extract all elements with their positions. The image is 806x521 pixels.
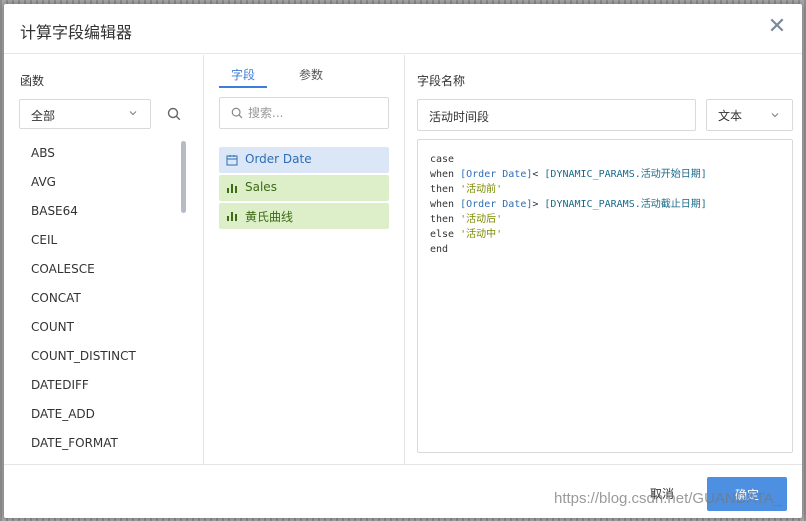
- code-line: when [Order Date]< [DYNAMIC_PARAMS.活动开始日…: [430, 167, 792, 182]
- code-line: end: [430, 242, 792, 257]
- chevron-down-icon: [129, 111, 137, 116]
- function-item[interactable]: AVG: [31, 175, 56, 189]
- code-token: >: [532, 199, 545, 210]
- code-token: '活动前': [460, 184, 503, 195]
- field-panel: 字段 参数 Order Date: [204, 55, 405, 464]
- cancel-button[interactable]: 取消: [632, 481, 692, 507]
- function-item[interactable]: ABS: [31, 146, 55, 160]
- function-item[interactable]: COUNT_DISTINCT: [31, 349, 136, 363]
- close-icon[interactable]: ✕: [767, 14, 787, 39]
- dialog-footer: 取消 确定: [4, 464, 802, 518]
- code-token: [Order Date]: [460, 169, 533, 180]
- field-item-label: Order Date: [245, 152, 312, 166]
- code-line: else '活动中': [430, 227, 792, 242]
- function-item[interactable]: COALESCE: [31, 262, 95, 276]
- code-token: [DYNAMIC_PARAMS.活动截止日期]: [544, 199, 707, 210]
- dialog-header: 计算字段编辑器 ✕: [4, 4, 802, 54]
- code-token: when: [430, 199, 461, 210]
- function-item[interactable]: DATEDIFF: [31, 378, 89, 392]
- code-token: '活动中': [460, 229, 503, 240]
- function-item[interactable]: BASE64: [31, 204, 78, 218]
- function-item[interactable]: CEIL: [31, 233, 58, 247]
- code-token: then: [430, 184, 461, 195]
- date-field-icon: [226, 155, 238, 166]
- field-item-sales[interactable]: Sales: [219, 175, 389, 201]
- measure-bar-icon: [227, 212, 237, 221]
- code-token: then: [430, 214, 461, 225]
- function-list-scrollbar[interactable]: [181, 141, 186, 213]
- field-name-label: 字段名称: [417, 74, 466, 88]
- function-category-value: 全部: [31, 109, 56, 123]
- field-item-label: Sales: [245, 180, 277, 194]
- code-line: when [Order Date]> [DYNAMIC_PARAMS.活动截止日…: [430, 197, 792, 212]
- chevron-down-icon: [771, 113, 779, 118]
- field-type-value: 文本: [718, 109, 743, 123]
- function-item[interactable]: COUNT: [31, 320, 74, 334]
- code-line: case: [430, 152, 792, 167]
- dialog-title: 计算字段编辑器: [20, 23, 133, 42]
- code-token: <: [532, 169, 545, 180]
- search-icon[interactable]: [167, 107, 181, 121]
- code-token: else: [430, 229, 461, 240]
- code-token: [Order Date]: [460, 199, 533, 210]
- code-token: '活动后': [460, 214, 503, 225]
- tab-params[interactable]: 参数: [299, 68, 324, 82]
- field-name-box: [417, 99, 696, 131]
- field-type-select[interactable]: 文本: [706, 99, 793, 131]
- field-search-box: [219, 97, 389, 129]
- function-item[interactable]: CONCAT: [31, 291, 81, 305]
- function-item[interactable]: DATE_FORMAT: [31, 436, 118, 450]
- function-label: 函数: [20, 74, 45, 88]
- field-item-huangshi-curve[interactable]: 黄氏曲线: [219, 203, 389, 229]
- field-search-input[interactable]: [248, 104, 382, 122]
- field-item-label: 黄氏曲线: [245, 210, 294, 224]
- code-line: then '活动后': [430, 212, 792, 227]
- field-item-order-date[interactable]: Order Date: [219, 147, 389, 173]
- function-category-select[interactable]: 全部: [19, 99, 151, 129]
- code-token: [DYNAMIC_PARAMS.活动开始日期]: [544, 169, 707, 180]
- code-token: when: [430, 169, 461, 180]
- code-line: then '活动前': [430, 182, 792, 197]
- code-token: case: [430, 154, 455, 165]
- code-token: end: [430, 244, 449, 255]
- field-tabs: 字段 参数: [219, 66, 389, 90]
- function-item[interactable]: DATE_ADD: [31, 407, 95, 421]
- field-name-input[interactable]: [429, 107, 679, 125]
- ok-button[interactable]: 确定: [707, 477, 787, 511]
- tab-fields[interactable]: 字段: [219, 66, 268, 88]
- measure-bar-icon: [227, 184, 237, 193]
- watermark-text: https://blog.csdn.net/GUANDATA_: [554, 490, 782, 507]
- search-icon: [231, 107, 243, 119]
